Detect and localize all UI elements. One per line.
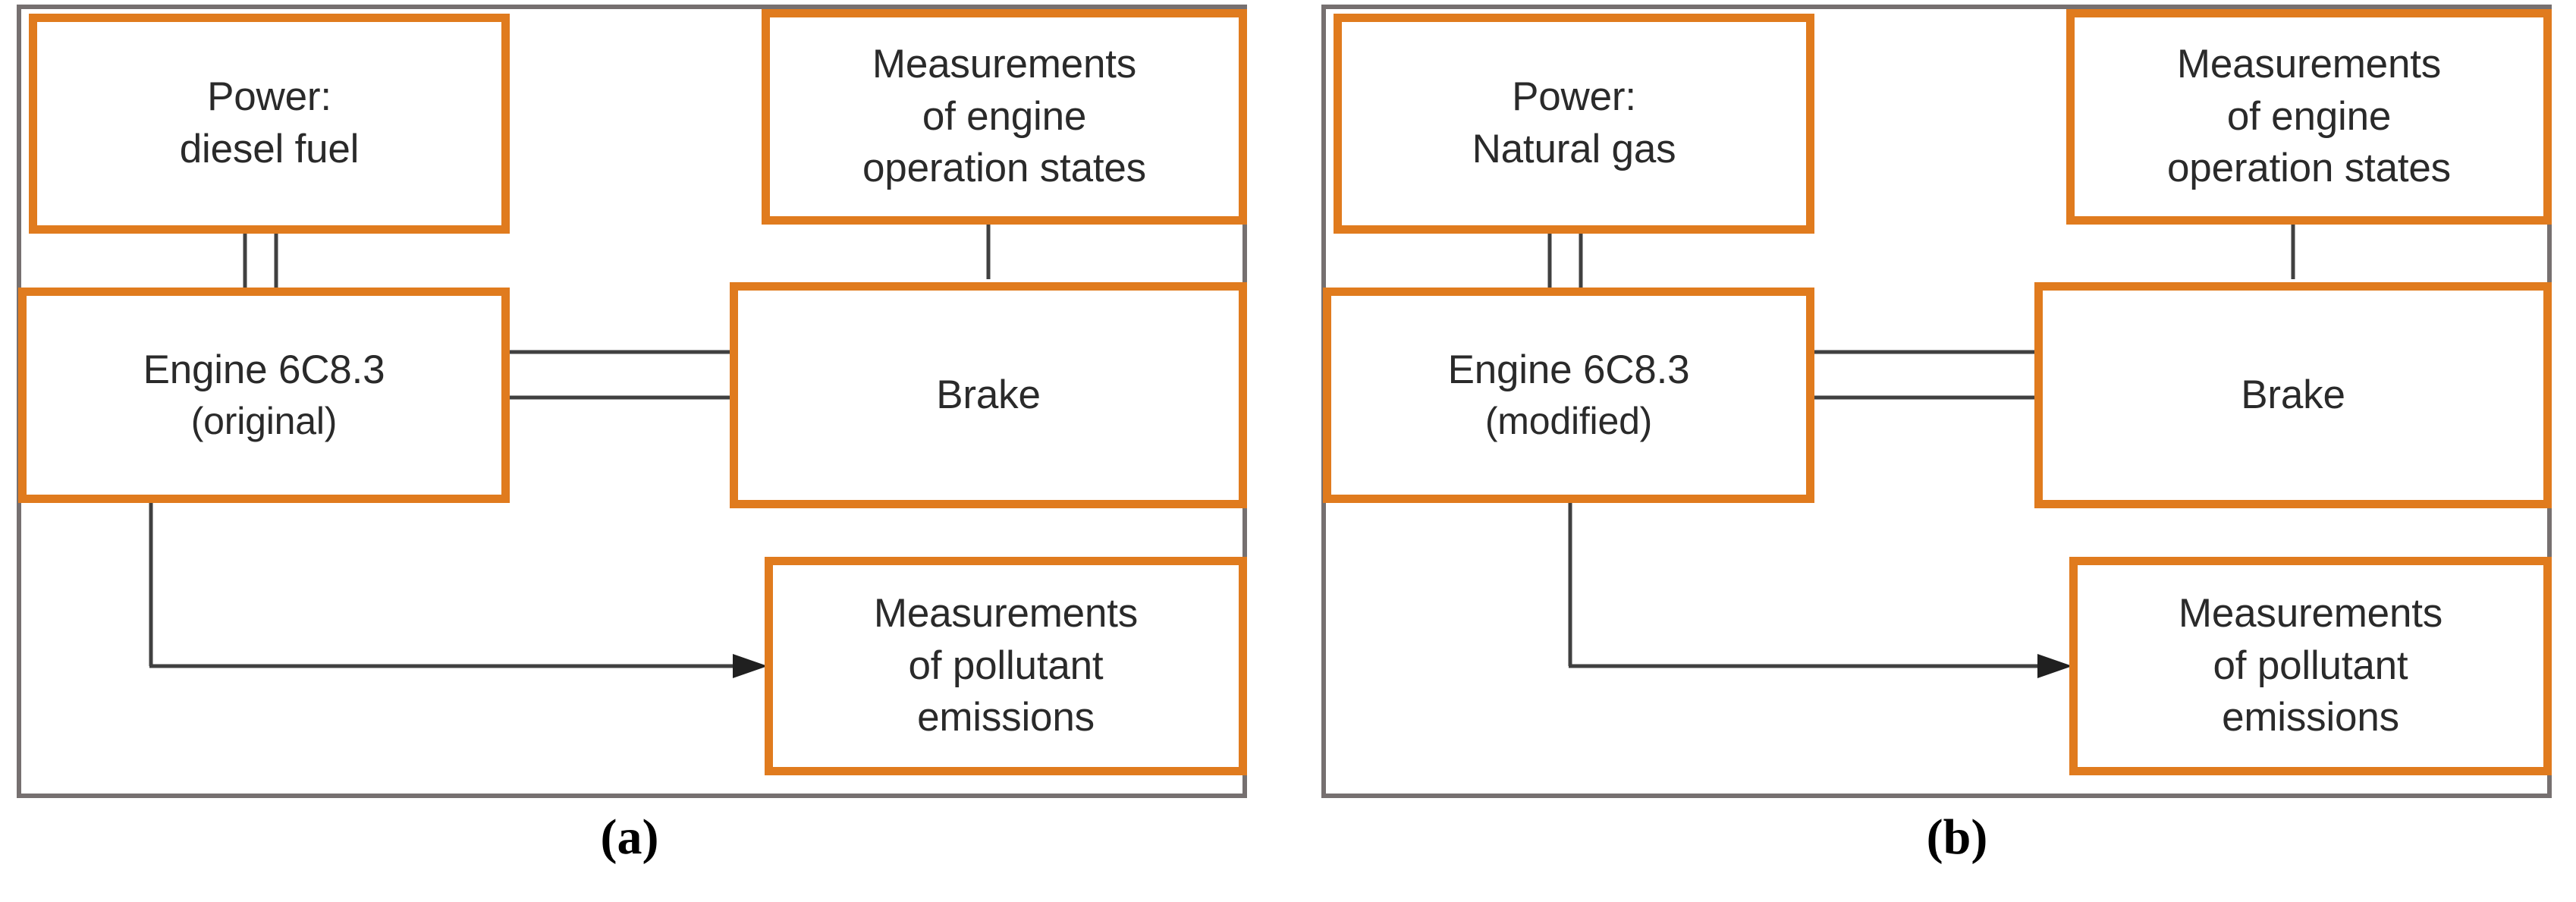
node-measurements-engine-b-line2: of engine [2226,93,2392,139]
node-brake-b-line1: Brake [2241,372,2345,417]
node-brake-a-line1: Brake [936,372,1041,417]
node-power-a[interactable]: Power: diesel fuel [29,14,510,234]
node-measurements-pollutant-b-line2: of pollutant [2213,643,2408,688]
panel-caption-a: (a) [600,809,659,865]
node-measurements-pollutant-b[interactable]: Measurements of pollutant emissions [2069,557,2552,775]
arrowhead-engine-pollutant [733,654,768,678]
node-measurements-pollutant-a-line3: emissions [917,695,1095,740]
panel-caption-b: (b) [1926,809,1988,865]
panel-a: Power: diesel fuel Engine 6C8.3 (origina… [17,5,1247,798]
node-brake-b[interactable]: Brake [2034,282,2552,508]
node-engine-b-line1: Engine 6C8.3 [1447,347,1690,393]
node-measurements-engine-a-line1: Measurements [872,41,1137,86]
node-measurements-pollutant-b-line1: Measurements [2178,590,2443,636]
panel-b: Power: Natural gas Engine 6C8.3 (modifie… [1321,5,2552,798]
node-power-b[interactable]: Power: Natural gas [1334,14,1814,234]
node-engine-b[interactable]: Engine 6C8.3 (modified) [1323,288,1814,503]
node-brake-a[interactable]: Brake [730,282,1247,508]
node-engine-b-line2: (modified) [1484,399,1653,442]
node-engine-a[interactable]: Engine 6C8.3 (original) [18,288,510,503]
node-measurements-engine-b-line3: operation states [2167,146,2451,191]
node-power-b-line2: Natural gas [1472,127,1676,171]
node-measurements-engine-a-line2: of engine [922,93,1087,139]
node-power-b-line1: Power: [1512,74,1636,120]
node-measurements-engine-a-line3: operation states [862,146,1146,191]
node-measurements-engine-b-line1: Measurements [2176,41,2442,86]
node-power-a-line2: diesel fuel [179,127,360,171]
node-measurements-engine-b[interactable]: Measurements of engine operation states [2066,9,2552,225]
node-measurements-pollutant-a[interactable]: Measurements of pollutant emissions [765,557,1247,775]
arrowhead-engine-pollutant [2037,654,2072,678]
node-engine-a-line2: (original) [190,399,338,442]
node-measurements-pollutant-a-line2: of pollutant [908,643,1104,688]
node-measurements-engine-a[interactable]: Measurements of engine operation states [762,9,1247,225]
node-power-a-line1: Power: [207,74,331,120]
node-measurements-pollutant-b-line3: emissions [2222,695,2399,740]
node-measurements-pollutant-a-line1: Measurements [873,590,1139,636]
node-engine-a-line1: Engine 6C8.3 [143,347,385,393]
